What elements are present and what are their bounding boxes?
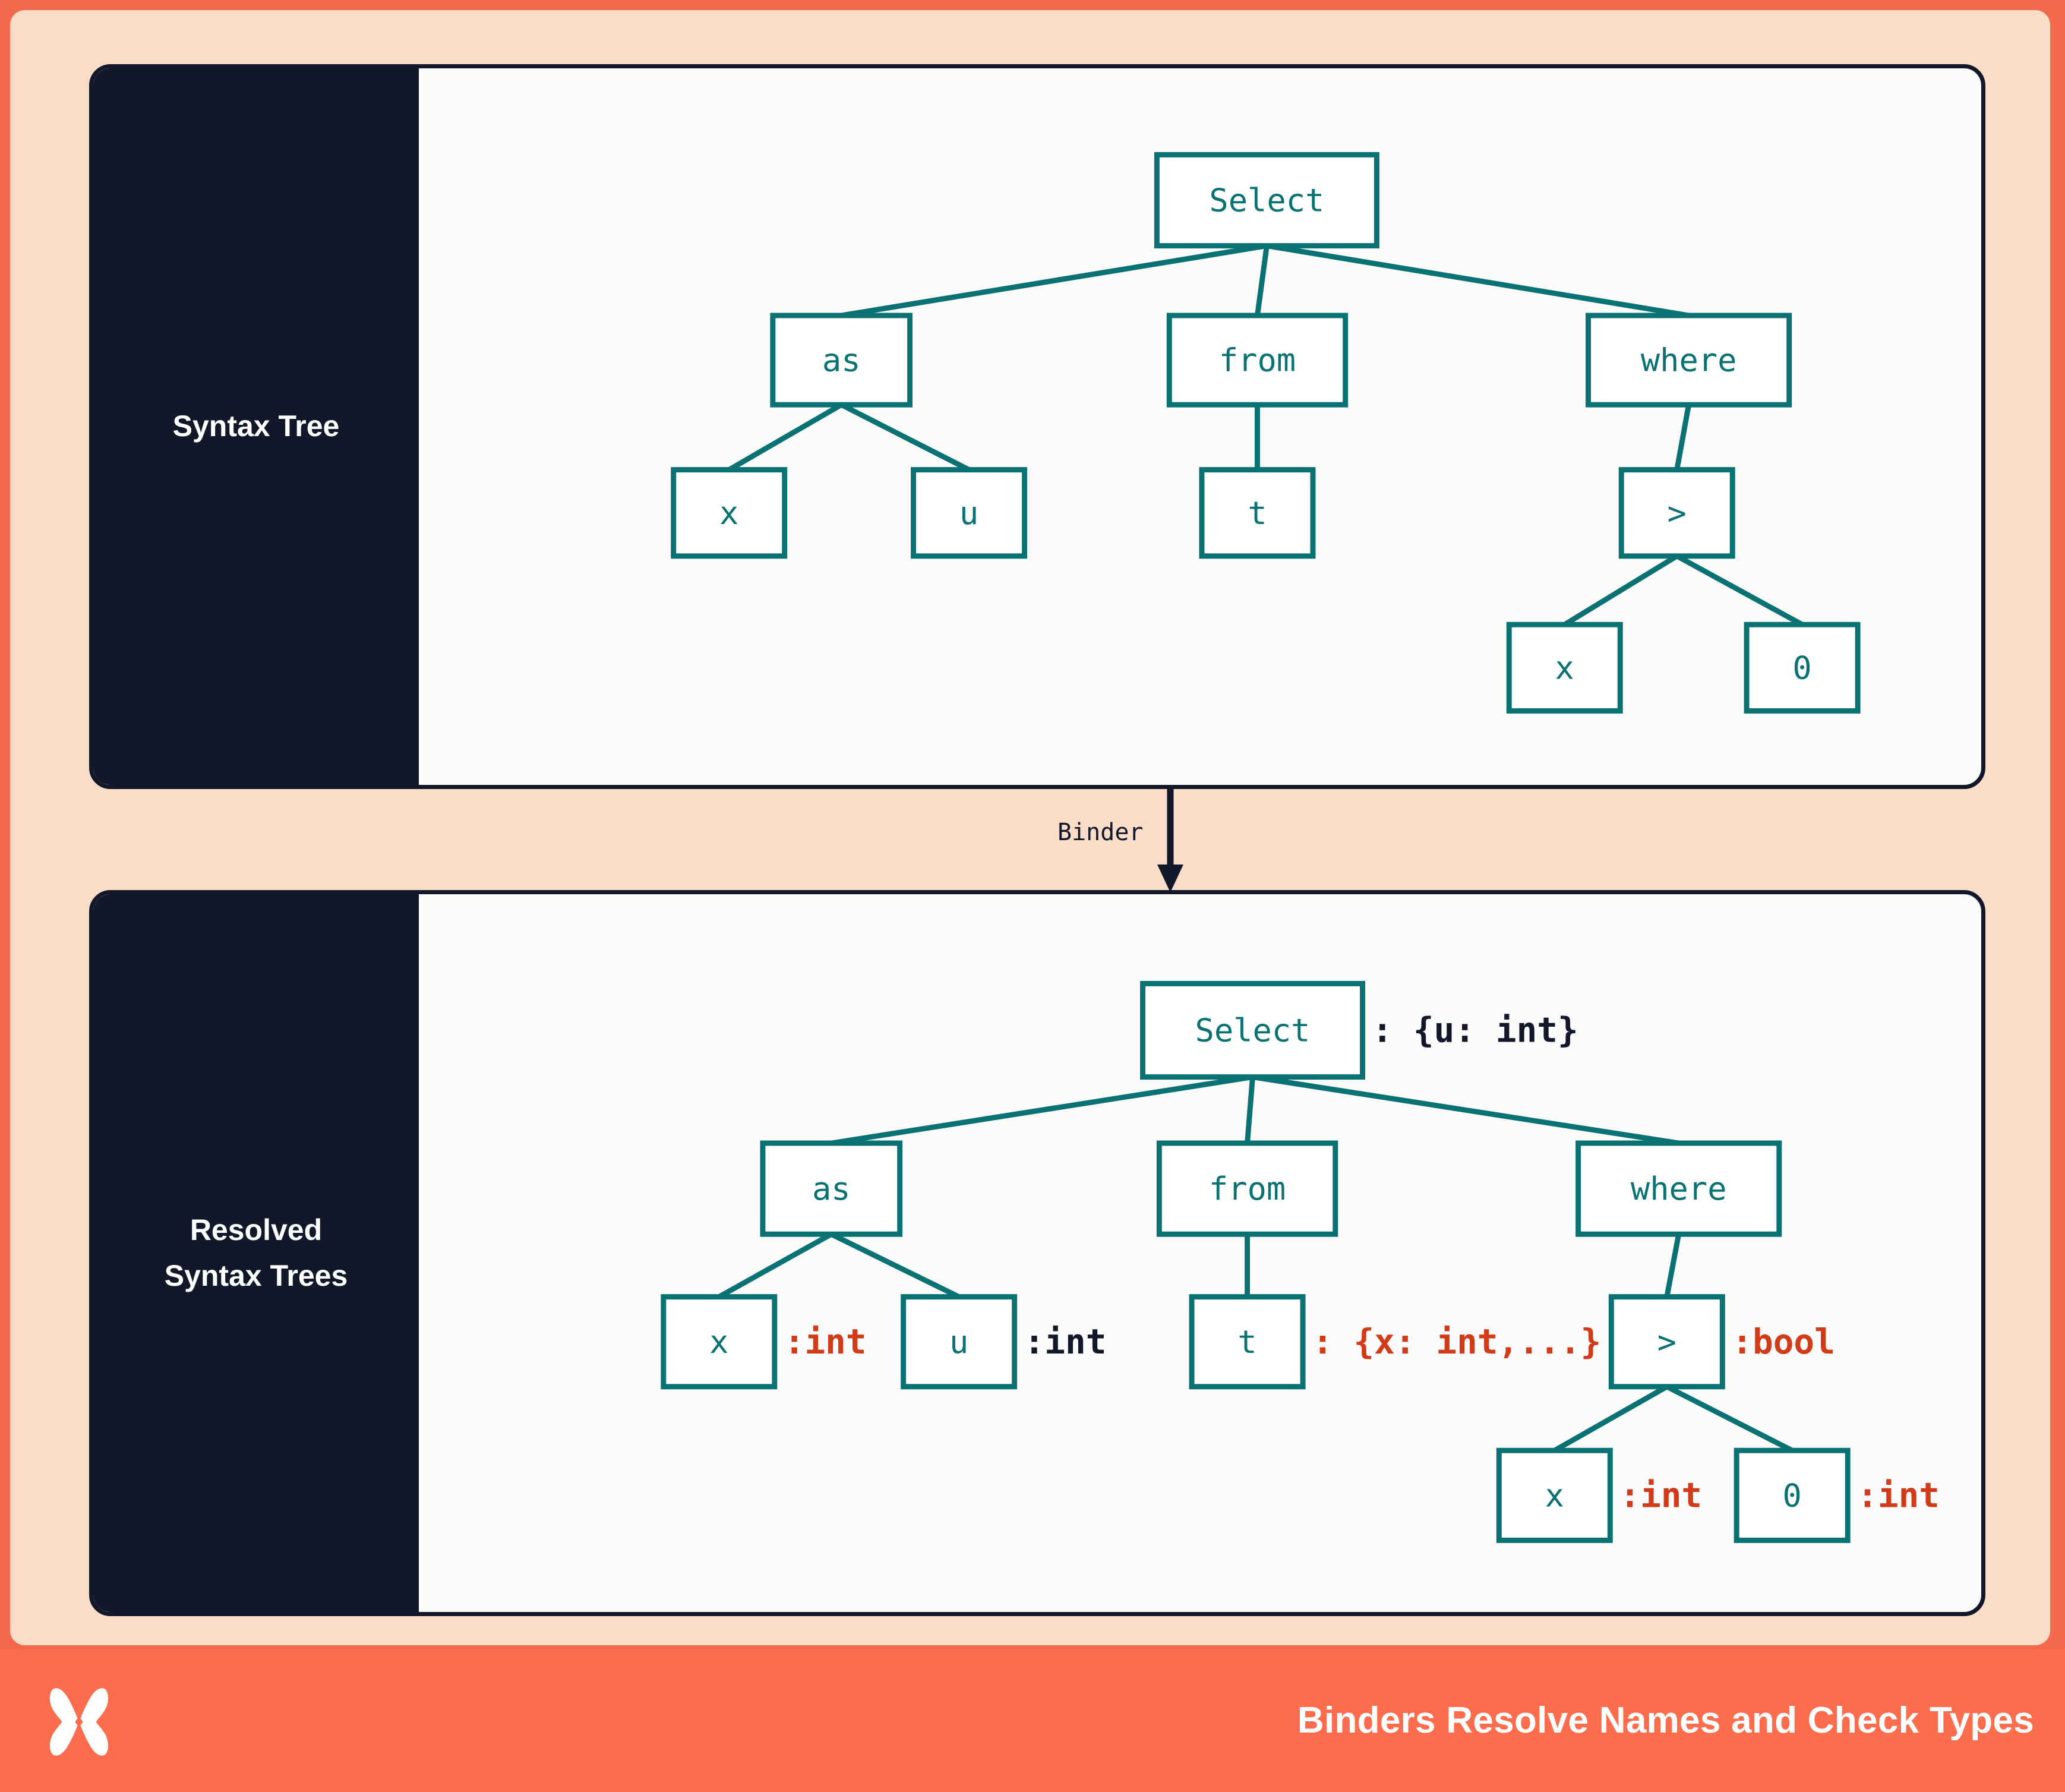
arrow-down-icon: [1157, 785, 1183, 892]
tree-node-from-t[interactable]: t: [1199, 467, 1316, 559]
resolved-syntax-tree-graphic: Select : {u: int} as from where x :int u :int t : …: [661, 980, 1940, 1543]
tree-node-from-t[interactable]: t : {x: int,...}: [1189, 1294, 1601, 1390]
tree-node-label: x: [1555, 649, 1574, 686]
tree-node-label: as: [822, 342, 861, 379]
tree-node-select[interactable]: Select : {u: int}: [1140, 980, 1578, 1080]
tree-node-label: x: [1545, 1476, 1564, 1514]
syntax-tree-graphic: Select as from where x u t > x 0: [671, 152, 1861, 714]
tree-node-type-annotation: : {u: int}: [1372, 1010, 1578, 1050]
tree-node-label: where: [1631, 1170, 1727, 1207]
panel-syntax-tree-sidebar: Syntax Tree: [93, 68, 419, 785]
tree-node-box: [1154, 152, 1379, 249]
tree-node-box: [911, 467, 1028, 559]
tree-edge: [1266, 243, 1690, 318]
tree-node-box: [1496, 1447, 1613, 1543]
tree-node-box: [770, 313, 913, 408]
tree-node-label: Select: [1195, 1012, 1311, 1049]
tree-node-type-annotation: :int: [1024, 1321, 1107, 1362]
tree-edge: [1664, 1233, 1682, 1298]
panel-resolved-syntax-trees: Resolved Syntax Trees Select : {u: int} as…: [89, 890, 1985, 1616]
panel-syntax-tree-label: Syntax Tree: [172, 409, 340, 443]
tree-node-as-x[interactable]: x :int: [661, 1294, 867, 1390]
tree-edge: [1245, 1077, 1255, 1144]
tree-node-box: [1608, 1294, 1725, 1390]
tree-node-type-annotation: :int: [1619, 1475, 1702, 1515]
tree-node-as[interactable]: as: [770, 313, 913, 408]
tree-edge: [840, 402, 971, 472]
butterfly-logo-icon: [49, 1688, 109, 1756]
tree-node-label: 0: [1792, 649, 1811, 686]
tree-node-box: [1575, 1140, 1782, 1237]
tree-node-label: as: [812, 1170, 851, 1207]
tree-node-box: [1189, 1294, 1306, 1390]
tree-node-gt-0[interactable]: 0: [1744, 621, 1861, 714]
tree-node-box: [671, 467, 788, 559]
tree-edge: [1255, 245, 1270, 316]
tree-edge: [831, 1074, 1253, 1146]
tree-edge: [1665, 1384, 1794, 1453]
tree-node-gt-0[interactable]: 0 :int: [1734, 1447, 1940, 1543]
tree-node-from[interactable]: from: [1156, 1140, 1338, 1237]
tree-node-box: [1199, 467, 1316, 559]
tree-node-box: [901, 1294, 1018, 1390]
panel-resolved-syntax-trees-label: Resolved Syntax Trees: [164, 1213, 348, 1293]
tree-node-gt-x[interactable]: x: [1506, 621, 1623, 714]
tree-node-box: [661, 1294, 778, 1390]
tree-node-gt[interactable]: >: [1618, 467, 1735, 559]
tree-node-where[interactable]: where: [1575, 1140, 1782, 1237]
tree-node-label: u: [959, 494, 978, 532]
tree-edge: [1675, 553, 1804, 627]
tree-node-box: [1744, 621, 1861, 714]
tree-node-box: [1734, 1447, 1851, 1543]
tree-node-box: [1618, 467, 1735, 559]
footer-title: Binders Resolve Names and Check Types: [1297, 1700, 2034, 1741]
tree-node-label: where: [1641, 342, 1737, 379]
tree-node-from[interactable]: from: [1166, 313, 1349, 408]
tree-node-label: u: [949, 1323, 968, 1361]
tree-node-label: x: [709, 1323, 728, 1361]
tree-node-label: t: [1237, 1323, 1256, 1361]
tree-node-label: 0: [1783, 1476, 1802, 1514]
tree-node-box: [1140, 980, 1366, 1080]
footer-bar: Binders Resolve Names and Check Types: [0, 1649, 2065, 1792]
tree-node-label: >: [1668, 494, 1687, 532]
tree-node-box: [1586, 313, 1792, 408]
tree-node-as-u[interactable]: u :int: [901, 1294, 1107, 1390]
tree-node-type-annotation: : {x: int,...}: [1312, 1321, 1601, 1362]
tree-node-box: [760, 1140, 903, 1237]
tree-node-label: t: [1248, 494, 1267, 532]
tree-edge: [1252, 1074, 1679, 1146]
tree-node-as-u[interactable]: u: [911, 467, 1028, 559]
tree-node-label: from: [1219, 342, 1296, 379]
tree-node-box: [1156, 1140, 1338, 1237]
tree-edge: [727, 402, 843, 472]
panel-syntax-tree: Syntax Tree Select as from where x u t > x 0: [89, 64, 1985, 789]
tree-node-label: from: [1209, 1170, 1286, 1207]
tree-node-label: Select: [1209, 182, 1324, 219]
tree-node-gt[interactable]: > :bool: [1608, 1294, 1835, 1390]
panel-syntax-tree-canvas: Select as from where x u t > x 0: [419, 68, 1981, 785]
tree-node-where[interactable]: where: [1586, 313, 1792, 408]
panel-resolved-syntax-trees-sidebar: Resolved Syntax Trees: [93, 894, 419, 1612]
tree-node-as-x[interactable]: x: [671, 467, 788, 559]
tree-edge: [841, 243, 1268, 318]
tree-node-label: x: [719, 494, 738, 532]
tree-edge: [718, 1232, 833, 1299]
tree-edge: [1553, 1384, 1669, 1453]
tree-node-type-annotation: :int: [1857, 1475, 1940, 1515]
tree-node-gt-x[interactable]: x :int: [1496, 1447, 1702, 1543]
tree-node-as[interactable]: as: [760, 1140, 903, 1237]
tree-node-box: [1506, 621, 1623, 714]
panel-resolved-syntax-trees-canvas: Select : {u: int} as from where x :int u :int t : …: [419, 894, 1981, 1612]
tree-edge: [1563, 554, 1679, 627]
tree-node-type-annotation: :bool: [1732, 1321, 1835, 1362]
tree-edge: [830, 1232, 961, 1299]
tree-node-box: [1166, 313, 1349, 408]
tree-node-select[interactable]: Select: [1154, 152, 1379, 249]
tree-node-label: >: [1657, 1323, 1676, 1361]
tree-node-type-annotation: :int: [784, 1321, 867, 1362]
binder-label: Binder: [1057, 819, 1144, 846]
tree-edge: [1674, 404, 1692, 471]
